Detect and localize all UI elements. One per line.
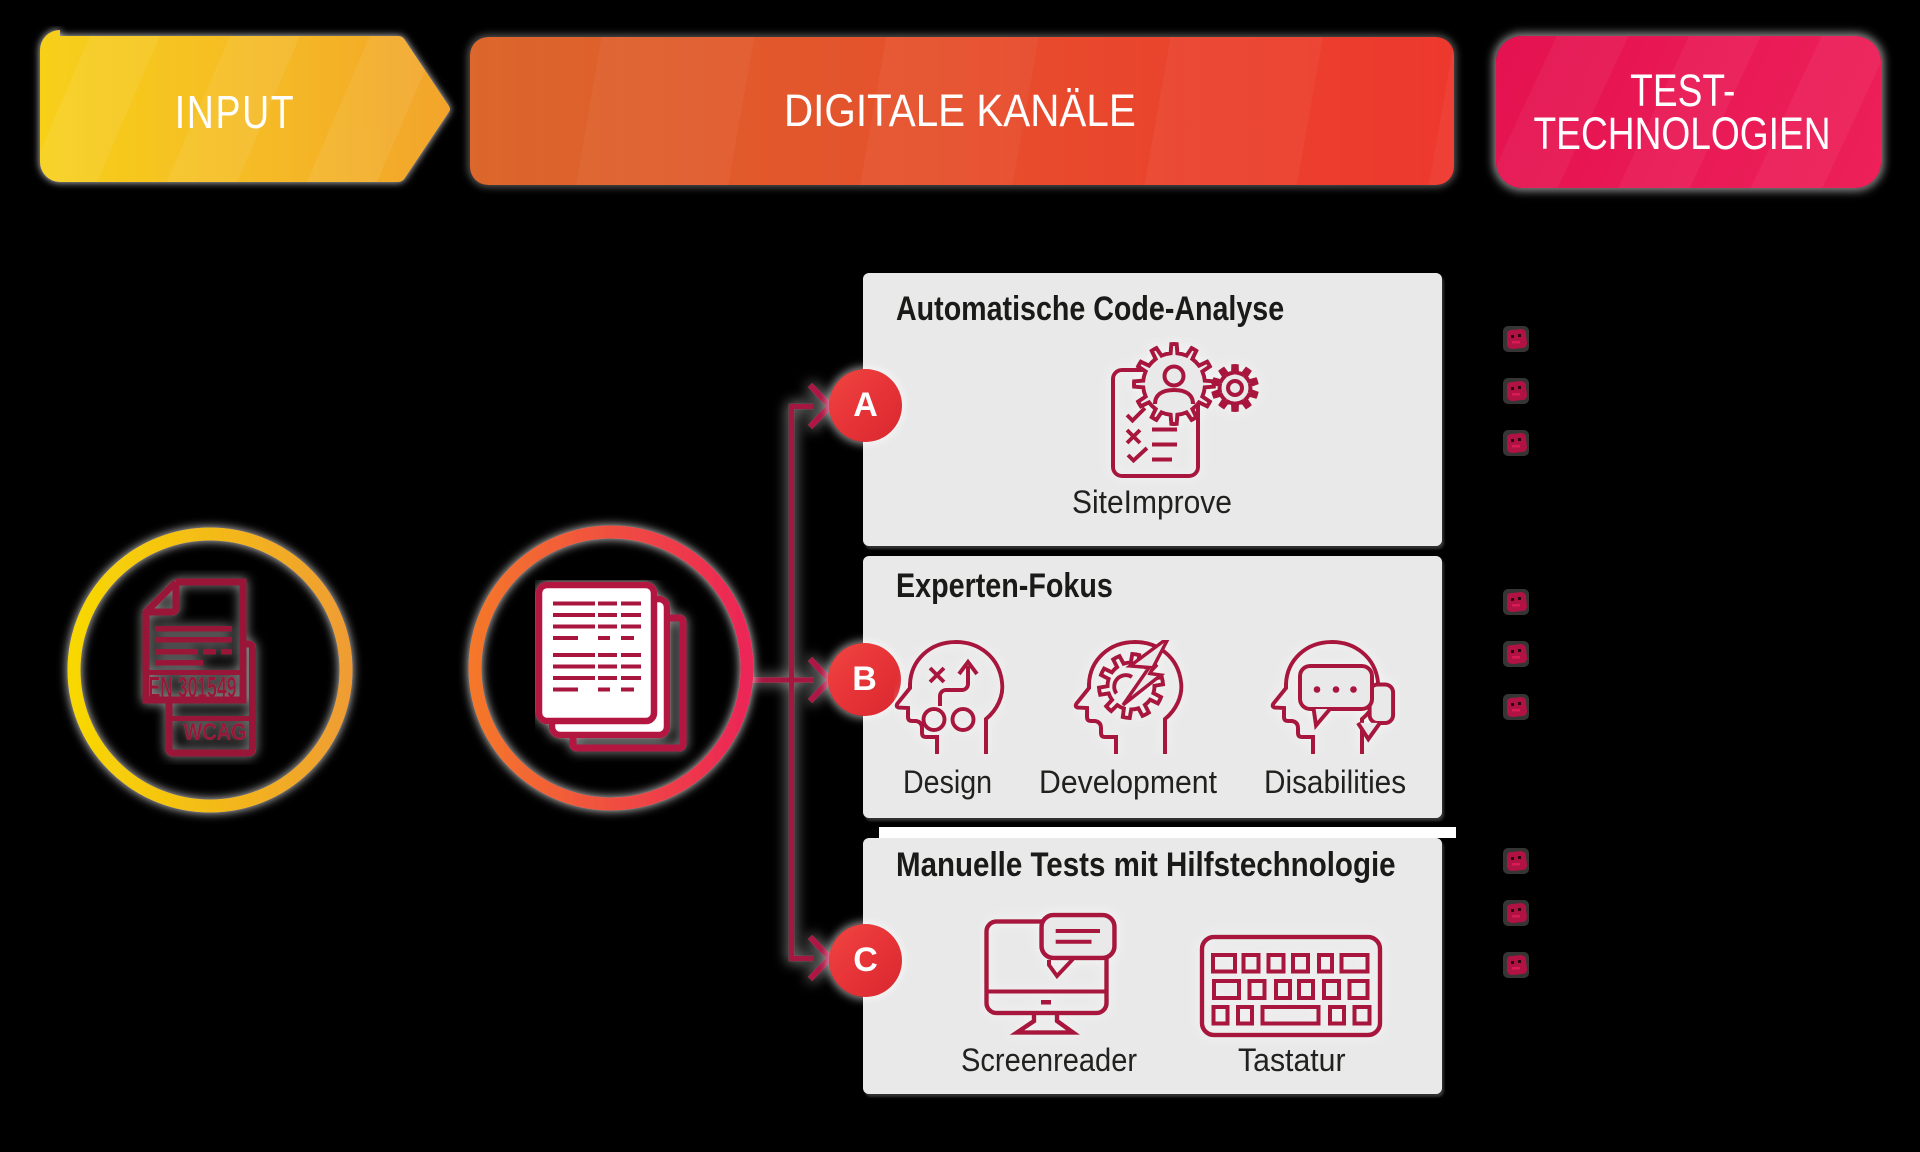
svg-text:WCAG: WCAG	[184, 719, 247, 746]
svg-text:EN 301549: EN 301549	[149, 672, 237, 704]
